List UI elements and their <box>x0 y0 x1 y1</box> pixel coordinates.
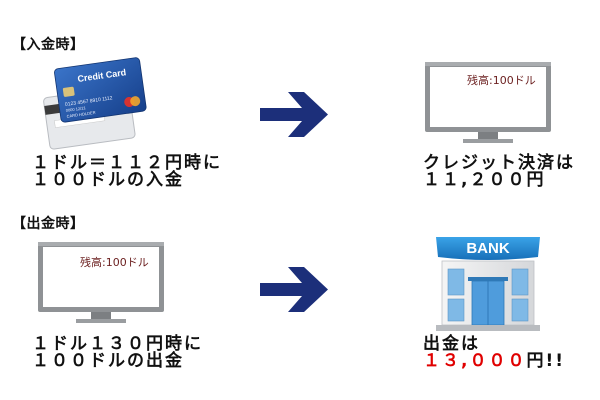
right-arrow-icon <box>260 267 328 312</box>
withdrawal-section-title: 【出金時】 <box>12 216 85 232</box>
withdrawal-result: 出金は １３,０００円!! <box>423 336 565 370</box>
front-card: Credit Card 0123 4567 8910 1112 0000 12/… <box>54 57 147 123</box>
monitor-balance-withdrawal: 残高:100ドル <box>80 256 149 269</box>
deposit-caption-line2: １００ドルの入金 <box>32 170 184 190</box>
withdrawal-result-line2: １３,０００円!! <box>423 353 565 370</box>
card-name: CARD HOLDER <box>66 110 96 119</box>
card-small: 0000 12/21 <box>65 105 86 113</box>
withdrawal-result-suffix: 円!! <box>526 351 565 371</box>
withdrawal-result-amount: １３,０００ <box>423 351 527 371</box>
withdrawal-caption: １ドル１３０円時に １００ドルの出金 <box>32 336 203 370</box>
bank-icon: BANK <box>436 237 540 331</box>
bank-sign-label: BANK <box>466 240 509 257</box>
deposit-section-title: 【入金時】 <box>12 37 85 53</box>
monitor-icon <box>38 242 164 323</box>
card-chip <box>62 86 75 97</box>
right-arrow-icon <box>260 92 328 137</box>
monitor-balance-deposit: 残高:100ドル <box>467 74 536 87</box>
deposit-result: クレジット決済は １１,２００円 <box>423 155 575 189</box>
deposit-caption-line1: １ドル＝１１２円時に <box>32 153 222 173</box>
deposit-result-line1: クレジット決済は <box>423 153 575 173</box>
deposit-result-line2: １１,２００円 <box>423 170 546 190</box>
credit-card-icon: Credit Card 0123 4567 8910 1112 0000 12/… <box>43 57 147 150</box>
monitor-icon <box>425 62 551 143</box>
withdrawal-result-line1: 出金は <box>423 334 480 354</box>
deposit-caption: １ドル＝１１２円時に １００ドルの入金 <box>32 155 222 189</box>
withdrawal-caption-line2: １００ドルの出金 <box>32 351 184 371</box>
withdrawal-caption-line1: １ドル１３０円時に <box>32 334 203 354</box>
